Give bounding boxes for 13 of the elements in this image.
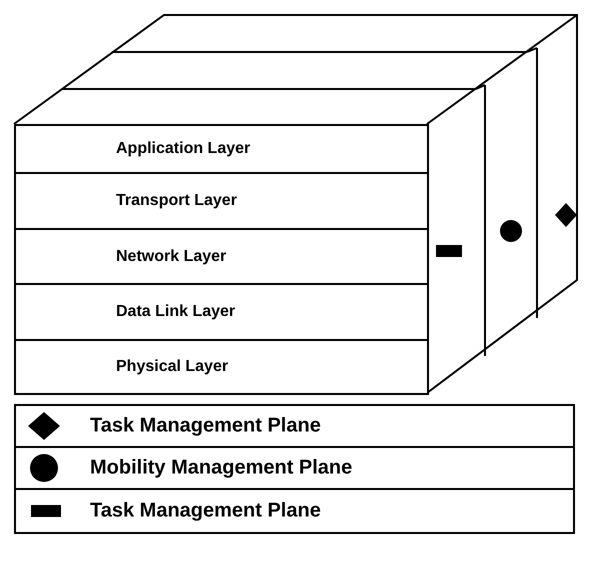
layer-label: Network Layer <box>116 248 226 266</box>
legend-label: Mobility Management Plane <box>90 456 352 480</box>
layer-box <box>14 228 429 285</box>
layer-box <box>14 339 429 395</box>
layer-box <box>14 172 429 230</box>
layer-box <box>14 283 429 341</box>
layer-label: Transport Layer <box>116 192 237 210</box>
layer-label: Physical Layer <box>116 358 228 376</box>
layer-box <box>14 124 429 174</box>
legend-label: Task Management Plane <box>90 414 321 438</box>
layer-label: Data Link Layer <box>116 303 236 321</box>
layer-label: Application Layer <box>116 140 250 158</box>
legend-label: Task Management Plane <box>90 500 321 522</box>
